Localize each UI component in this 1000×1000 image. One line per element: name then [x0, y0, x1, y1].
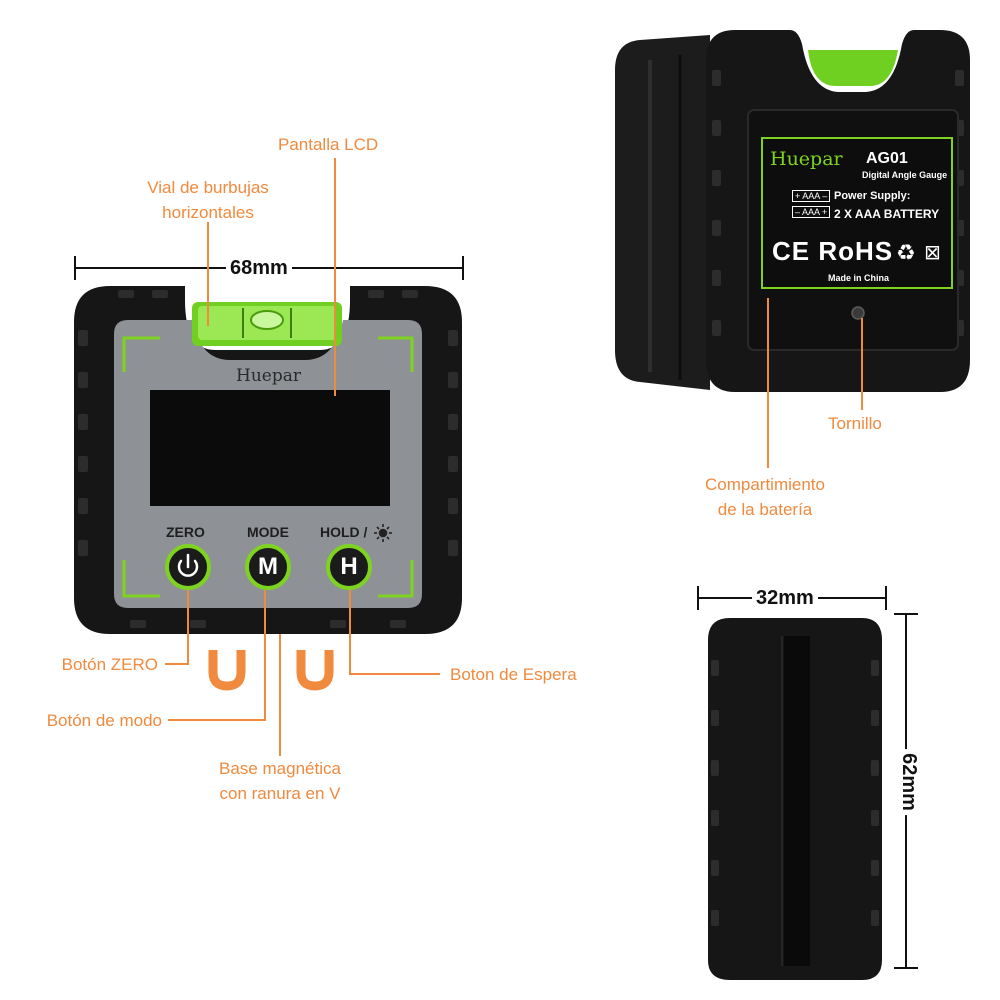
- width-dimension: 68mm: [226, 256, 292, 280]
- front-device: [74, 286, 462, 634]
- back-leader-lines: [767, 298, 863, 468]
- zero-button-callout: Botón ZERO: [61, 655, 158, 674]
- weee-bin-icon: ⊠: [924, 242, 941, 264]
- hold-button[interactable]: H: [340, 553, 358, 580]
- magnet-icon: [208, 650, 334, 691]
- magnetic-base-callout: Base magnética con ranura en V: [180, 756, 380, 806]
- mode-button-label: MODE: [247, 524, 289, 540]
- bubble-vial-callout: Vial de burbujas horizontales: [118, 175, 298, 225]
- battery-compartment-callout: Compartimiento de la batería: [670, 472, 860, 522]
- back-brand-logo: Huepar: [770, 148, 843, 170]
- battery-symbol-top: + AAA –: [792, 190, 831, 202]
- battery-symbol-bottom: – AAA +: [792, 206, 831, 218]
- lcd-screen-callout: Pantalla LCD: [278, 135, 379, 154]
- front-leader-lines: [165, 158, 440, 756]
- magnetic-base-callout-line1: Base magnética: [219, 759, 341, 778]
- mode-button-callout: Botón de modo: [46, 711, 162, 730]
- backlight-icon: [374, 524, 392, 542]
- hold-button-callout: Boton de Espera: [450, 665, 577, 684]
- power-supply-value: 2 X AAA BATTERY: [834, 207, 940, 221]
- battery-compartment-callout-line1: Compartimiento: [705, 475, 825, 494]
- certification-marks: CE RoHS: [772, 236, 894, 266]
- back-device: [615, 30, 970, 392]
- front-brand-logo: Huepar: [236, 366, 301, 386]
- battery-compartment-callout-line2: de la batería: [717, 500, 813, 519]
- model-subtitle: Digital Angle Gauge: [862, 170, 948, 180]
- power-icon: [177, 553, 199, 577]
- height-dimension: 62mm: [896, 749, 921, 815]
- bubble-vial-callout-line1: Vial de burbujas: [147, 178, 269, 197]
- origin-label: Made in China: [828, 273, 890, 283]
- magnetic-base-callout-line2: con ranura en V: [219, 784, 341, 803]
- depth-dimension: 32mm: [752, 586, 818, 610]
- bubble-vial-callout-line2: horizontales: [162, 203, 254, 222]
- side-device: [708, 618, 882, 980]
- zero-button-label: ZERO: [166, 524, 205, 540]
- screw-callout: Tornillo: [828, 414, 882, 433]
- power-supply-label: Power Supply:: [834, 190, 911, 202]
- model-number: AG01: [866, 150, 908, 167]
- zero-button[interactable]: [167, 546, 209, 588]
- recycle-icon: ♻: [896, 240, 916, 265]
- mode-button[interactable]: M: [258, 553, 278, 580]
- hold-button-label: HOLD /: [320, 524, 368, 540]
